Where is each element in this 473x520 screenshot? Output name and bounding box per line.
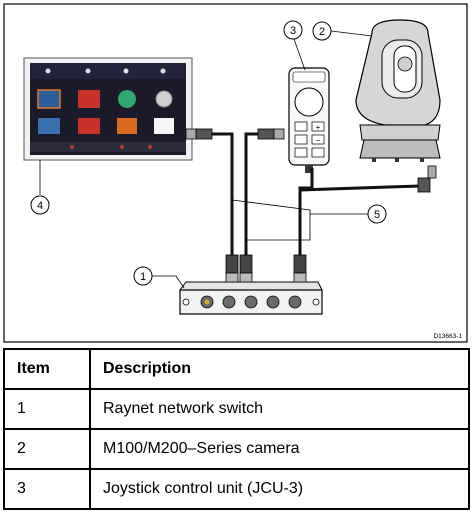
callout-2: 2 xyxy=(312,21,332,41)
joystick-control-unit: + − xyxy=(288,67,330,173)
drawing-reference: D13663-1 xyxy=(433,333,462,340)
connectors xyxy=(185,128,437,283)
svg-text:5: 5 xyxy=(374,209,380,221)
thermal-camera xyxy=(355,19,441,162)
column-header-item: Item xyxy=(3,348,91,390)
diagram-frame xyxy=(3,3,468,343)
item-number: 1 xyxy=(3,388,91,430)
item-description: M100/M200–Series camera xyxy=(89,428,470,470)
svg-text:2: 2 xyxy=(319,26,325,38)
legend-table: Item Description 1 Raynet network switch… xyxy=(3,348,470,510)
callout-1: 1 xyxy=(133,266,153,286)
table-row: 2 M100/M200–Series camera xyxy=(3,428,470,470)
item-number: 2 xyxy=(3,428,91,470)
callout-3: 3 xyxy=(283,20,303,40)
column-header-description: Description xyxy=(89,348,470,390)
svg-text:3: 3 xyxy=(290,25,296,37)
table-header-row: Item Description xyxy=(3,348,470,390)
item-description: Raynet network switch xyxy=(89,388,470,430)
multifunction-display xyxy=(23,57,193,161)
svg-text:−: − xyxy=(316,136,321,145)
callout-5: 5 xyxy=(367,204,387,224)
item-description: Joystick control unit (JCU-3) xyxy=(89,468,470,510)
leader-lines xyxy=(39,30,373,289)
network-switch xyxy=(179,281,323,315)
callout-4: 4 xyxy=(30,195,50,215)
svg-text:4: 4 xyxy=(37,200,43,212)
connection-diagram: + − xyxy=(3,3,468,343)
svg-text:+: + xyxy=(316,123,321,132)
item-number: 3 xyxy=(3,468,91,510)
table-row: 3 Joystick control unit (JCU-3) xyxy=(3,468,470,510)
table-row: 1 Raynet network switch xyxy=(3,388,470,430)
svg-text:1: 1 xyxy=(140,271,146,283)
